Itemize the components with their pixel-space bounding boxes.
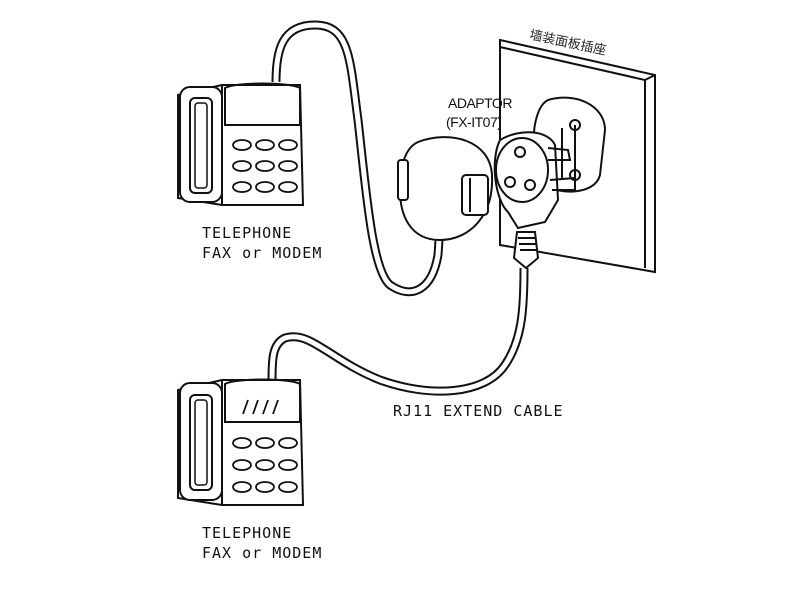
cable-label: RJ11 EXTEND CABLE xyxy=(393,402,564,420)
telephone-bottom-sublabel: FAX or MODEM xyxy=(202,544,323,562)
rj11-extend-cable xyxy=(267,267,529,396)
round-plug xyxy=(397,136,494,242)
telephone-bottom xyxy=(177,378,305,506)
adaptor-model-label: (FX-IT07) xyxy=(446,114,502,130)
telephone-bottom-label: TELEPHONE xyxy=(202,524,293,542)
adaptor xyxy=(493,131,576,230)
telephone-top-label: TELEPHONE xyxy=(202,224,293,242)
rj11-connector xyxy=(512,231,540,270)
telephone-top xyxy=(177,82,305,206)
adaptor-label: ADAPTOR xyxy=(448,95,512,111)
telephone-top-sublabel: FAX or MODEM xyxy=(202,244,323,262)
phone-cord-top xyxy=(271,20,445,297)
